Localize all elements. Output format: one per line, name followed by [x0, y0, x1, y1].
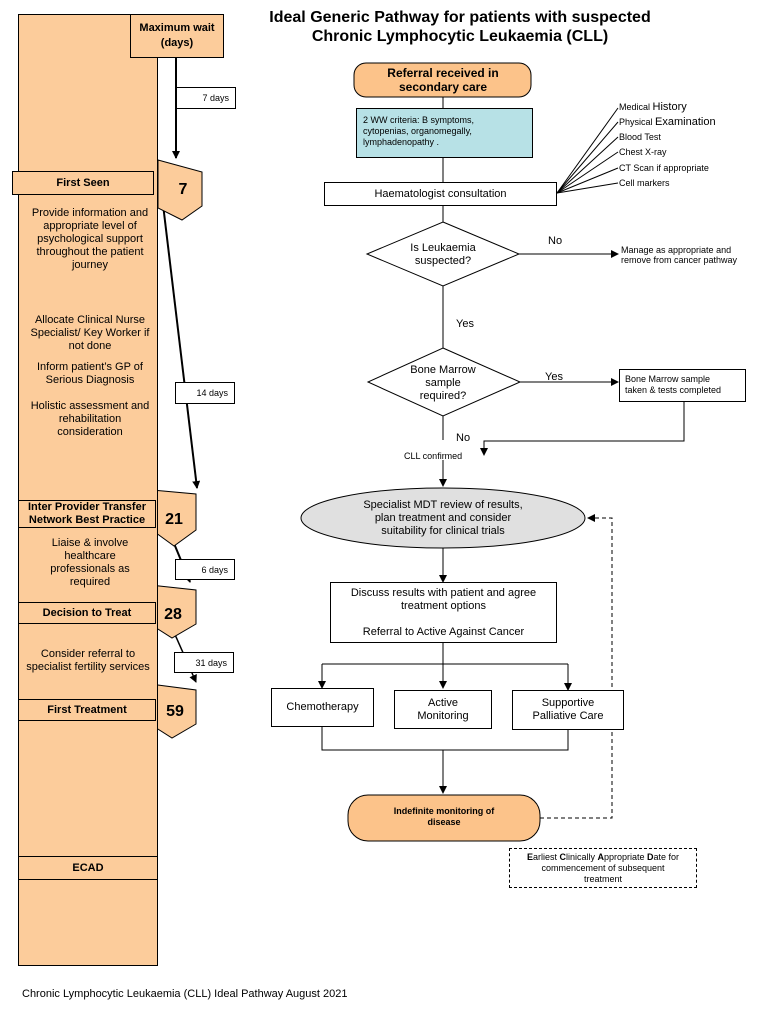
no-label-bone-marrow: No [456, 432, 471, 444]
interval-7-days: 7 days [176, 87, 236, 109]
milestone-decision-to-treat-label: Decision to Treat [18, 602, 156, 624]
action-liaise: Liaise & involve healthcare professional… [50, 537, 130, 588]
manage-text: Manage as appropriate and remove from ca… [621, 245, 738, 265]
day-7-chevron [157, 159, 203, 221]
discuss-box: Discuss results with patient and agree t… [330, 582, 557, 643]
consultation-box: Haematologist consultation [324, 182, 557, 206]
action-allocate-cns: Allocate Clinical Nurse Specialist/ Key … [30, 314, 150, 352]
yes-label-bone-marrow: Yes [545, 371, 563, 383]
decision-bone-marrow-text: Bone Marrow sample required? [410, 364, 476, 402]
arrow-to-day-21 [161, 195, 201, 489]
day-28-number: 28 [164, 606, 182, 623]
action-holistic-assessment: Holistic assessment and rehabilitation c… [30, 400, 150, 438]
day-21-number: 21 [165, 511, 183, 528]
interval-31-days: 31 days [174, 652, 234, 673]
test-chest-xray: Chest X-ray [619, 147, 667, 157]
criteria-box: 2 WW criteria: B symptoms, cytopenias, o… [356, 108, 533, 158]
page-title: Ideal Generic Pathway for patients with … [269, 9, 651, 45]
milestone-first-treatment-label: First Treatment [18, 699, 156, 721]
action-fertility-referral: Consider referral to specialist fertilit… [26, 648, 150, 673]
option-supportive-palliative-care: Supportive Palliative Care [512, 690, 624, 730]
test-medical-history: Medical History [619, 101, 687, 113]
day-59-number: 59 [166, 703, 184, 720]
no-label-leukaemia: No [548, 235, 563, 247]
interval-6-days: 6 days [175, 559, 235, 580]
referral-text: Referral received in secondary care [387, 66, 499, 94]
action-inform-gp: Inform patient’s GP of Serious Diagnosis [37, 361, 143, 386]
interval-14-days: 14 days [175, 382, 235, 404]
mdt-text: Specialist MDT review of results, plan t… [363, 499, 523, 537]
day-7-number: 7 [178, 181, 188, 198]
option-chemotherapy: Chemotherapy [271, 688, 374, 727]
footer-text: Chronic Lymphocytic Leukaemia (CLL) Idea… [22, 988, 348, 1000]
milestone-first-seen-label: First Seen [12, 171, 154, 195]
ecad-definition-box: Earliest Clinically Appropriate Date for… [509, 848, 697, 888]
ecad-label: ECAD [18, 856, 158, 880]
cll-confirmed-text: CLL confirmed [404, 451, 463, 461]
test-ct-scan: CT Scan if appropriate [619, 163, 709, 173]
option-active-monitoring: Active Monitoring [394, 690, 492, 729]
timeline-panel [18, 14, 158, 966]
day-markers [149, 159, 203, 739]
milestone-inter-provider-label: Inter Provider Transfer Network Best Pra… [18, 500, 156, 528]
action-psychological-support: Provide information and appropriate leve… [31, 207, 149, 271]
test-physical-examination: Physical Examination [619, 116, 716, 128]
decision-leukaemia-text: Is Leukaemia suspected? [410, 242, 476, 267]
monitoring-text: Indefinite monitoring of disease [393, 806, 495, 827]
test-cell-markers: Cell markers [619, 178, 670, 188]
flow-connectors [318, 97, 685, 819]
yes-label-leukaemia: Yes [456, 318, 474, 330]
max-wait-header: Maximum wait (days) [130, 14, 224, 58]
flow-shapes [300, 62, 586, 842]
bone-marrow-taken-box: Bone Marrow sample taken & tests complet… [619, 369, 746, 402]
test-blood: Blood Test [619, 132, 661, 142]
